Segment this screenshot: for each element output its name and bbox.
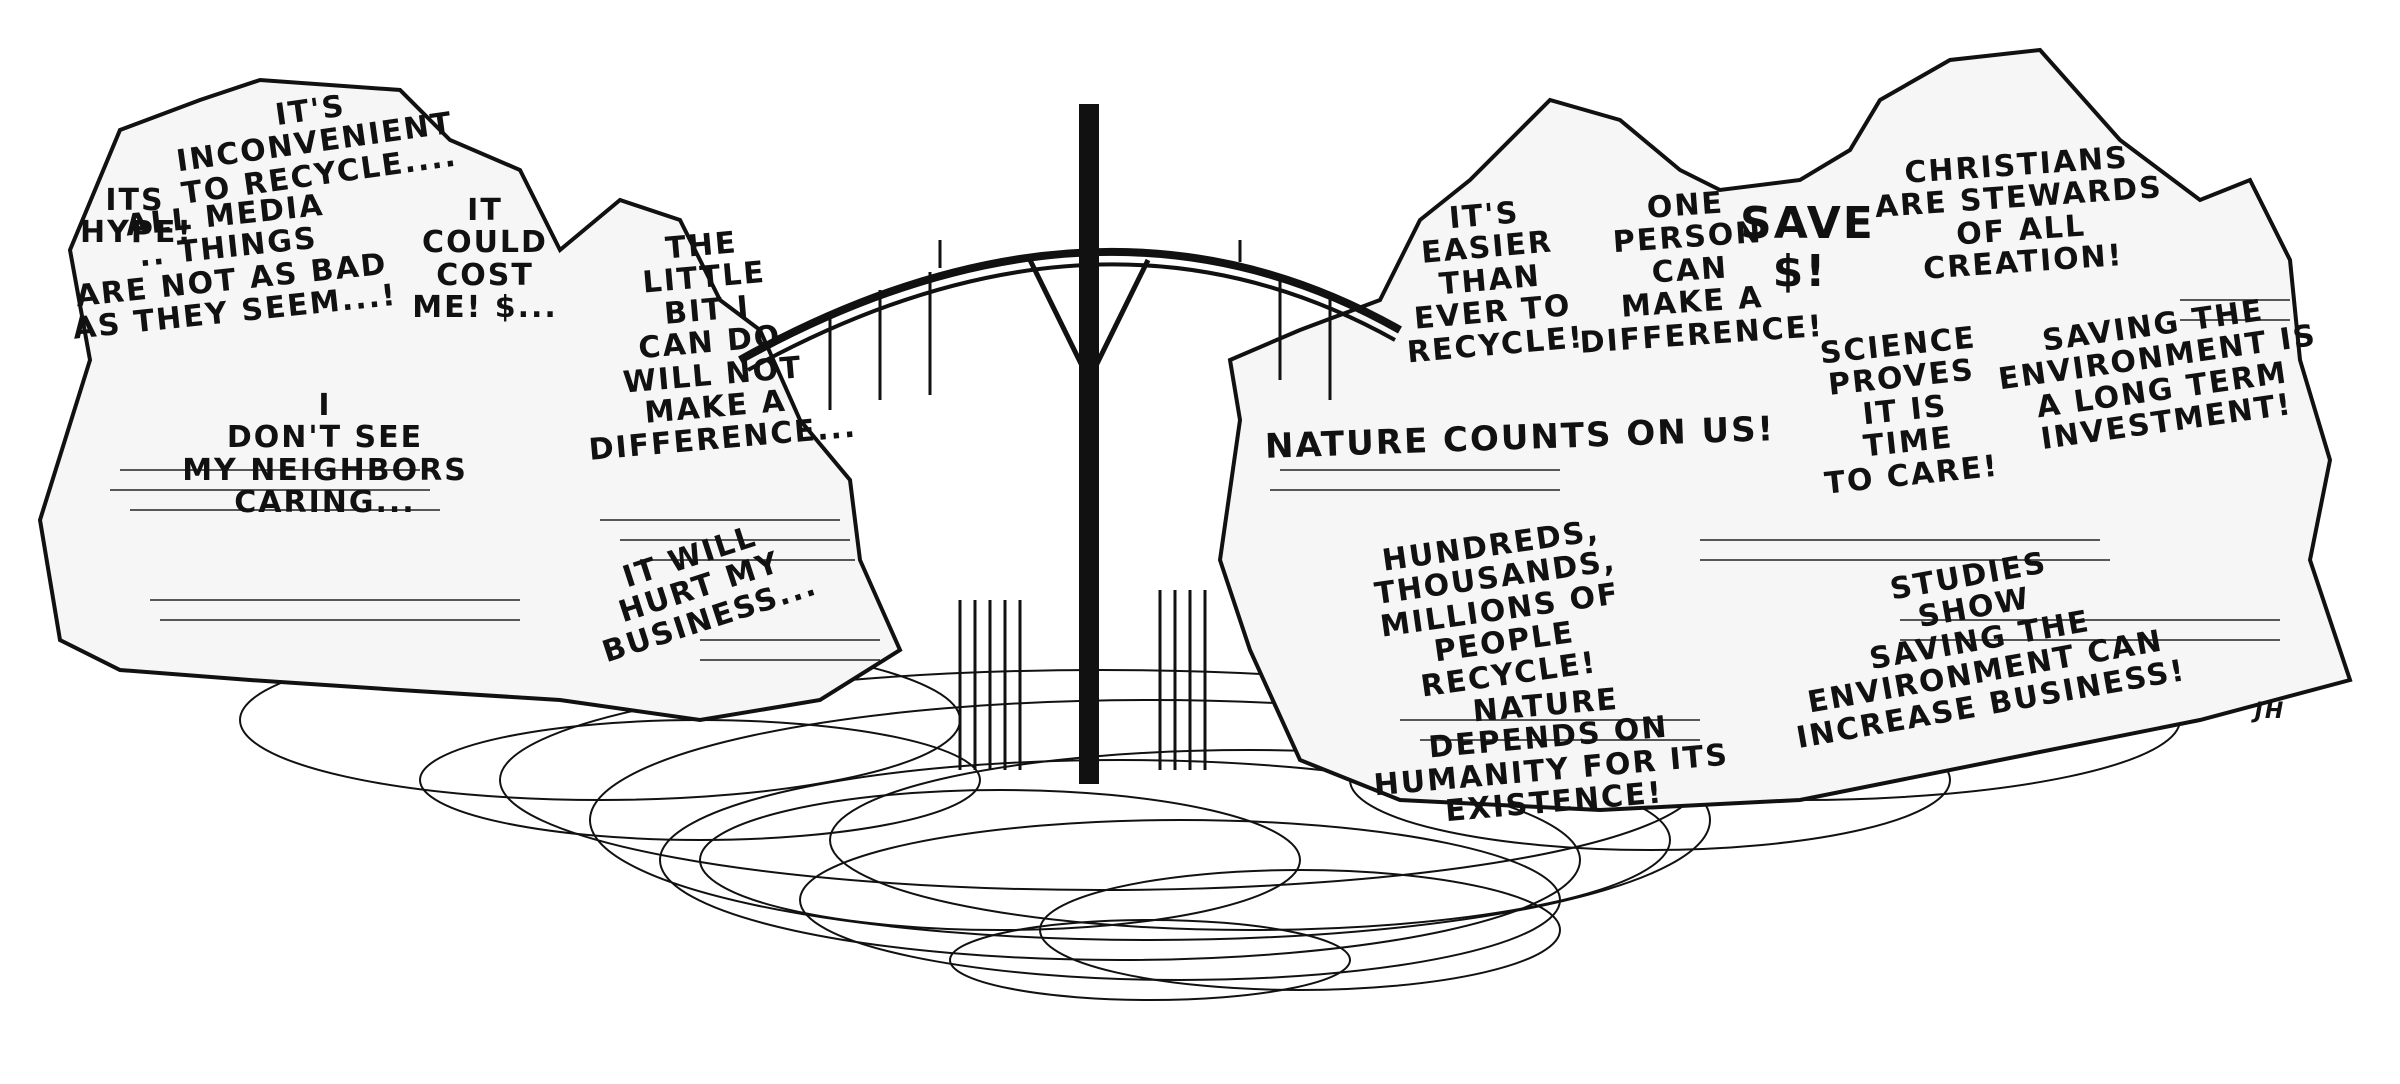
left-cliff-hatching [110,469,880,661]
cross-icon [1027,104,1151,784]
text-science: SCIENCE PROVES IT IS TIME TO CARE! [1818,320,2001,502]
chasm-falls [958,590,1207,770]
text-christians: CHRISTIANS ARE STEWARDS OF ALL CREATION! [1873,140,2164,288]
text-could-cost-me: IT COULD COST ME! $... [412,193,558,326]
text-neighbors: I DON'T SEE MY NEIGHBORS CARING... [182,388,468,521]
text-its-hype: ITS HYPE! [80,183,193,251]
text-save-money: SAVE $! [1740,198,1875,297]
text-little-bit: THE LITTLE BIT I CAN DO WILL NOT MAKE A … [587,225,859,469]
right-cliff-hatching [1270,299,2290,741]
text-easier: IT'S EASIER THAN EVER TO RECYCLE! [1405,195,1586,370]
artist-signature: JH [2254,699,2286,724]
